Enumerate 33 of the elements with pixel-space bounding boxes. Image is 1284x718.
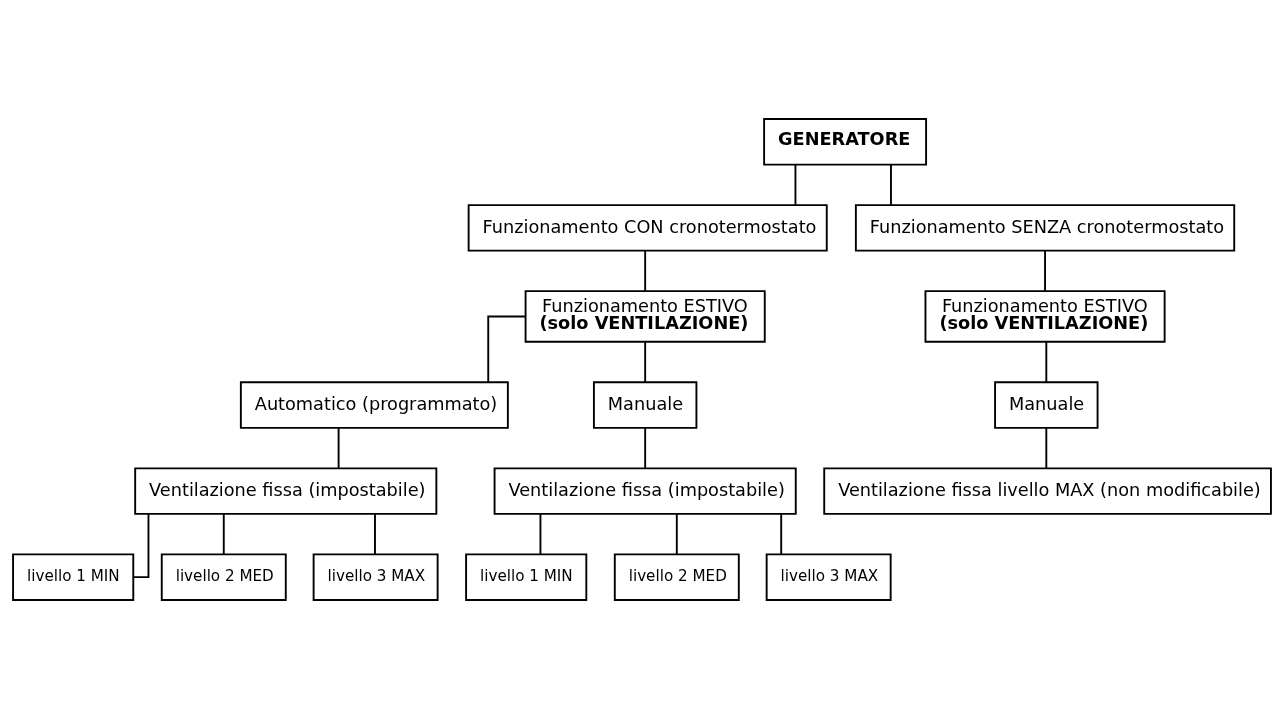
node-box: livello 2 MED	[160, 552, 287, 601]
node-box: livello 2 MED	[613, 552, 740, 601]
node-box: Funzionamento ESTIVO (solo VENTILAZIONE)	[924, 289, 1166, 343]
node-box: Ventilazione fissa livello MAX (non modificabile)	[823, 466, 1272, 515]
connector	[337, 426, 340, 469]
connector	[644, 249, 647, 292]
connector	[644, 426, 647, 469]
node-box: GENERATORE	[763, 117, 928, 166]
node-box: Ventilazione fissa (impostabile)	[134, 466, 438, 515]
connector	[890, 163, 892, 206]
node-box: Funzionamento SENZA cronotermostato	[854, 203, 1236, 252]
connector	[794, 163, 797, 206]
node-box: Ventilazione fissa (impostabile)	[493, 466, 797, 515]
connector	[644, 340, 647, 383]
node-box: livello 1 MIN	[12, 552, 135, 601]
connector	[675, 512, 678, 555]
connector	[1044, 249, 1046, 292]
node-box: livello 3 MAX	[312, 552, 439, 601]
connector	[539, 512, 542, 555]
connector	[132, 512, 150, 578]
node-box: Manuale	[994, 380, 1099, 429]
node-box: Funzionamento CON cronotermostato	[467, 203, 828, 252]
node-box: Manuale	[592, 380, 698, 429]
connector	[222, 512, 225, 555]
connector	[1045, 426, 1048, 469]
node-box: Automatico (programmato)	[239, 380, 509, 429]
node-box: livello 1 MIN	[465, 552, 588, 601]
connector	[374, 512, 376, 555]
node-box: livello 3 MAX	[765, 552, 892, 601]
connector	[780, 512, 783, 555]
node-box: Funzionamento ESTIVO (solo VENTILAZIONE)	[524, 289, 766, 343]
connector	[487, 315, 527, 383]
connector	[1045, 340, 1048, 383]
